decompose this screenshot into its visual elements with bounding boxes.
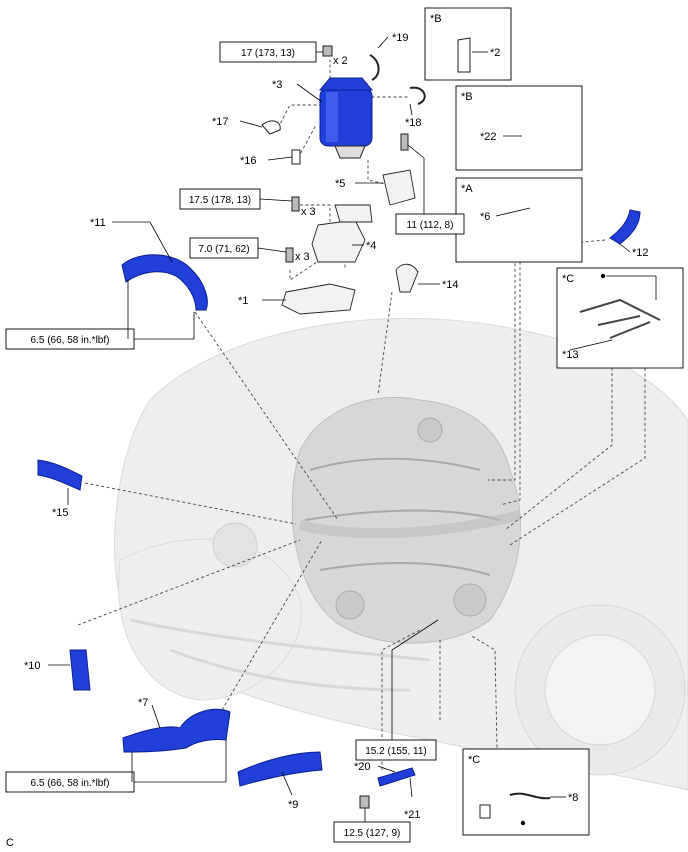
small-hardware: [261, 45, 426, 263]
torque-6-5-bottom: 6.5 (66, 58 in.*lbf): [31, 778, 110, 789]
bracket-parts: [281, 169, 419, 315]
hose-11: [121, 254, 208, 311]
hose-10: [69, 649, 91, 691]
torque-12-5: 12.5 (127, 9): [344, 828, 401, 839]
inset-a: *A *6: [455, 177, 583, 263]
callout-9: *9: [288, 799, 298, 811]
callout-13: *13: [562, 349, 579, 361]
inset-c-right: *C *13: [556, 267, 684, 369]
callout-15: *15: [52, 507, 69, 519]
callout-8: *8: [568, 792, 578, 804]
hose-15: [37, 459, 83, 491]
callout-7: *7: [138, 697, 148, 709]
callout-11: *11: [90, 217, 106, 229]
quantity-x2: x 2: [333, 55, 348, 67]
torque-17-5: 17.5 (178, 13): [189, 195, 251, 206]
quantity-x3-b: x 3: [295, 251, 310, 263]
corner-mark: C: [6, 837, 14, 849]
hose-9: [237, 751, 323, 787]
hose-7: [122, 708, 231, 753]
callout-17: *17: [212, 116, 229, 128]
inset-c-bottom: *C *8: [462, 748, 590, 836]
callout-19: *19: [392, 32, 409, 44]
callout-21: *21: [404, 809, 421, 821]
callout-labels: *19 *3 *17 *18 *16 *5 *4 *1 *14 *11 *12 …: [24, 32, 649, 821]
callout-3: *3: [272, 79, 282, 91]
inset-b-mid-label: *B: [461, 91, 473, 103]
inset-a-label: *A: [461, 183, 473, 195]
hose-20: [377, 767, 416, 787]
callout-10: *10: [24, 660, 41, 672]
quantity-x3-a: x 3: [301, 206, 316, 218]
torque-7-0: 7.0 (71, 62): [198, 244, 249, 255]
inset-b-top-label: *B: [430, 13, 442, 25]
callout-5: *5: [335, 178, 345, 190]
inset-c-right-label: *C: [562, 273, 574, 285]
inset-b-top: *B *2: [424, 7, 512, 81]
quantity-labels: x 2 x 3 x 3: [295, 55, 348, 263]
torque-17: 17 (173, 13): [241, 48, 295, 59]
engine-assembly: [291, 397, 522, 644]
callout-1: *1: [238, 295, 248, 307]
inset-b-mid: *B *22: [455, 85, 583, 171]
dashed-leaders: [77, 60, 646, 798]
torque-6-5-top: 6.5 (66, 58 in.*lbf): [31, 335, 110, 346]
inset-c-bottom-label: *C: [468, 754, 480, 766]
torque-15-2: 15.2 (155, 11): [365, 746, 427, 757]
callout-14: *14: [442, 279, 459, 291]
callout-16: *16: [240, 155, 257, 167]
fuel-filter-assembly: [318, 77, 374, 159]
callout-4: *4: [366, 240, 376, 252]
callout-12: *12: [632, 247, 649, 259]
callout-20: *20: [354, 761, 371, 773]
callout-2: *2: [490, 47, 500, 59]
hose-12: [609, 209, 641, 245]
callout-22: *22: [480, 131, 497, 143]
callout-6: *6: [480, 211, 490, 223]
torque-11: 11 (112, 8): [407, 220, 454, 231]
callout-18: *18: [405, 117, 422, 129]
torque-boxes: 17 (173, 13) 17.5 (178, 13) 7.0 (71, 62)…: [5, 41, 465, 843]
